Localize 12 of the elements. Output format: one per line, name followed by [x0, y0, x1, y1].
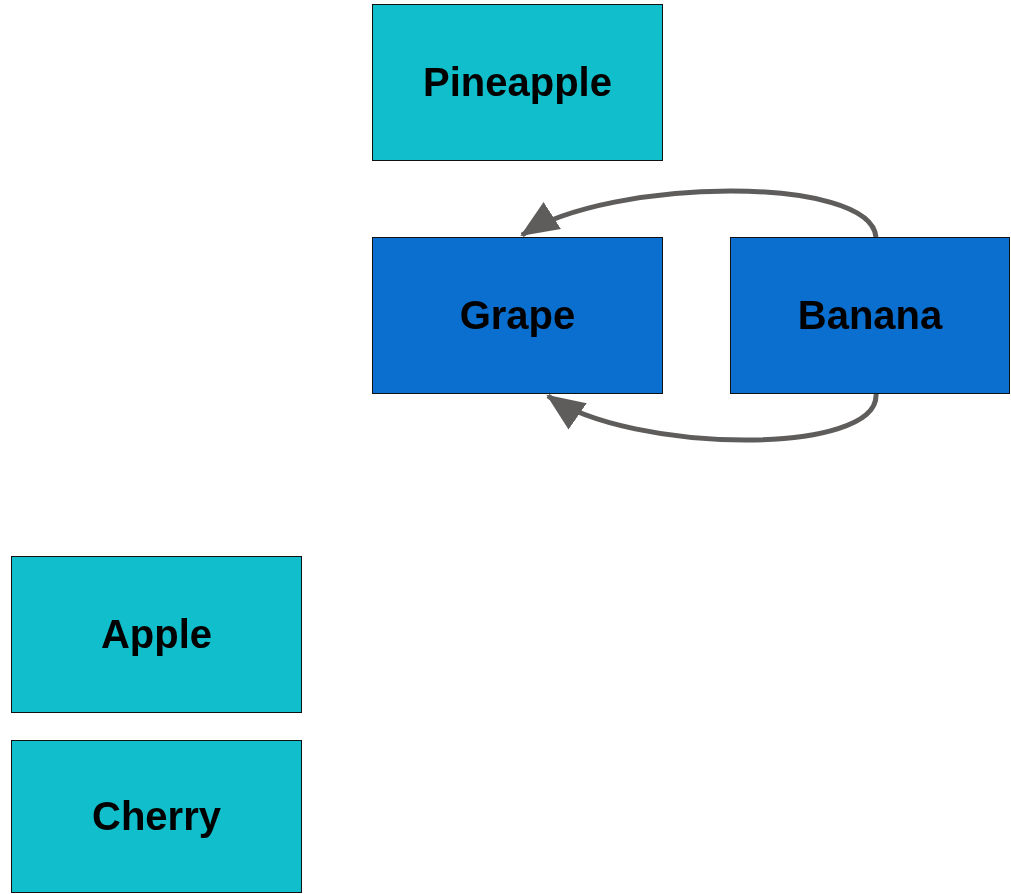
node-label: Banana — [797, 293, 943, 338]
process-box — [11, 556, 302, 713]
node-label: Pineapple — [423, 60, 612, 105]
node-label: Cherry — [92, 794, 221, 839]
curved-arrow — [520, 188, 879, 239]
curved-arrow — [546, 393, 879, 443]
process-box — [11, 740, 302, 893]
process-box — [372, 4, 663, 161]
node-label: Apple — [100, 612, 213, 657]
process-box — [372, 237, 663, 394]
node-label: Grape — [459, 293, 576, 338]
process-box — [730, 237, 1010, 394]
